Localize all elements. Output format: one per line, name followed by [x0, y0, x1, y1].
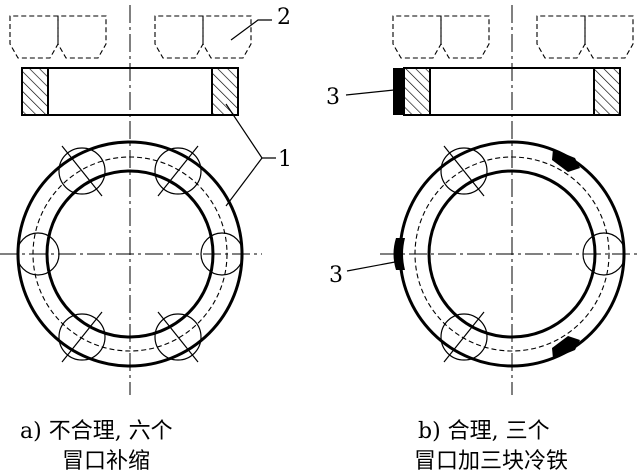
chill-section-b [393, 68, 404, 115]
ring-section-b [393, 67, 621, 116]
leader-line-3-side [346, 261, 396, 272]
caption-b-line1: b) 合理, 三个 [418, 419, 550, 444]
caption-a-line2: 冒口补缩 [62, 449, 150, 474]
ring-plan-a [16, 140, 244, 368]
leader-line-1-ring [225, 157, 263, 207]
caption-b-line2: 冒口加三块冷铁 [414, 449, 568, 474]
risers-top-dashed-b [392, 15, 634, 59]
callout-3-top: 3 [326, 85, 340, 110]
caption-a-line1: a) 不合理, 六个 [20, 419, 173, 444]
risers-top-dashed-a [9, 15, 252, 59]
callout-3-side: 3 [329, 263, 343, 288]
chills-plan-b [393, 149, 580, 359]
view-b: 3 3 b) 合理, 三个 冒口加三块冷铁 [326, 5, 640, 474]
callout-1: 1 [278, 147, 292, 172]
leader-line-3-top [345, 89, 395, 96]
risers-plan-b [440, 145, 626, 363]
leader-line-2 [230, 19, 272, 41]
risers-plan-a [16, 145, 244, 363]
callout-2: 2 [277, 5, 291, 30]
view-a: 2 1 a) 不合理, 六个 冒口补缩 [0, 5, 292, 474]
